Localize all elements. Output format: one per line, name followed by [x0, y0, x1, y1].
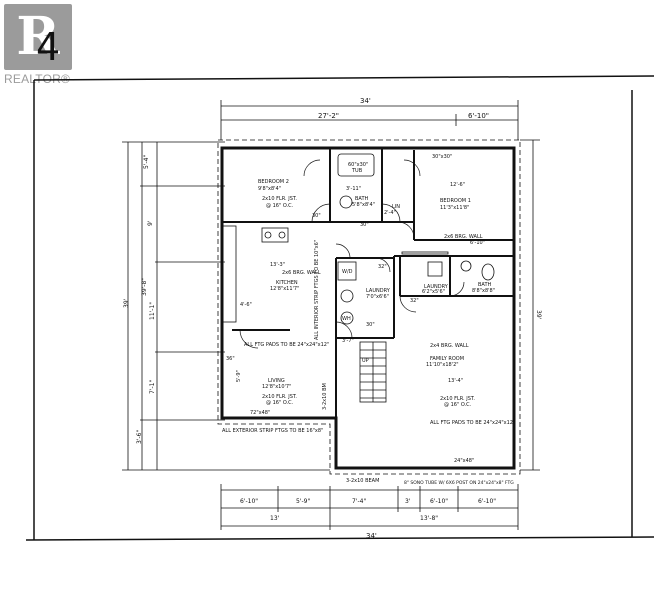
note-sono: 8" SONO TUBE W/ 6X6 POST ON 24"x24"x8" F… [404, 480, 514, 486]
note-joist-living: 2x10 FLR. JST. [262, 394, 297, 400]
note-joist-family: 2x10 FLR. JST. [440, 396, 475, 402]
note-window-b: 72"x48" [250, 410, 270, 416]
note-dim-32-b: 32" [410, 298, 419, 304]
note-window-a: 30"x30" [432, 154, 452, 160]
dim-right-overall: 39' [535, 310, 542, 320]
dim-bottom-a: 6'-10" [240, 498, 258, 505]
dim-bottom-c: 7'-4" [352, 498, 366, 505]
room-laundry-right-name: LAUNDRY [424, 284, 449, 290]
dim-bottom-d: 3' [405, 498, 411, 505]
dim-3-7: 3'-7" [342, 338, 354, 344]
top-dimensions [220, 100, 519, 140]
room-bath-upper-size: 5'8"x8'4" [352, 202, 375, 208]
dim-top-overall: 34' [360, 97, 371, 105]
room-laundry-left-name: LAUNDRY [366, 288, 391, 294]
note-interior-strip: ALL INTERIOR STRIP FTGS TO BE 10"x6" [314, 240, 320, 340]
note-dim-32-a: 32" [378, 264, 387, 270]
stair-up-label: UP [362, 358, 369, 364]
dim-left-overall: 39' [123, 298, 130, 308]
page-mark: 4 [36, 25, 60, 69]
dim-bottom-g: 13' [270, 515, 280, 522]
fixtures [221, 153, 495, 325]
note-tub-label: TUB [351, 168, 363, 174]
note-pads-left: ALL FTG PADS TO BE 24"x24"x12" [244, 342, 329, 348]
dim-bottom-b: 5'-9" [296, 498, 310, 505]
note-beam2: 3-2x10 BEAM [346, 478, 379, 484]
note-beam: 3-2x10 BM [322, 383, 328, 410]
dim-bottom-h: 13'-8" [420, 515, 438, 522]
note-wh: WH [342, 316, 351, 322]
note-joist-oc-living: @ 16" O.C. [266, 400, 294, 406]
note-joist-bedroom2: 2x10 FLR. JST. [262, 196, 297, 202]
dim-left-total: 39'-8" [141, 278, 148, 296]
note-brg-wall-family: 2x4 BRG. WALL [430, 343, 469, 349]
room-bath-right-name: BATH [478, 282, 492, 288]
note-lin: LIN [392, 204, 400, 210]
room-bath-upper-name: BATH [355, 196, 369, 202]
dim-left-b: 9' [147, 220, 154, 226]
note-tub-size: 60"x30" [348, 162, 368, 168]
room-bedroom2-size: 9'8"x8'4" [258, 186, 281, 192]
dim-left-a: 5'-4" [143, 155, 150, 169]
sheet-border [25, 75, 654, 541]
room-living-size: 12'8"x10'7" [262, 384, 291, 390]
room-family-name: FAMILY ROOM [430, 356, 464, 362]
exterior-walls [217, 139, 521, 475]
note-brg-wall-kitchen: 2x6 BRG. WALL [282, 270, 321, 276]
note-dim-36: 36" [226, 356, 235, 362]
note-dim-30-c: 30" [366, 322, 375, 328]
note-dim-30-a: 30" [312, 213, 321, 219]
note-joist-oc-bedroom2: @ 16" O.C. [266, 203, 294, 209]
room-bath-right-size: 8'8"x8'8" [472, 288, 495, 294]
note-window-c: 24"x48" [454, 458, 474, 464]
door-swings [239, 159, 465, 349]
realtor-logo: R REALTOR® [4, 4, 74, 88]
dim-2-4: 2'-4" [384, 210, 396, 216]
note-joist-oc-family: @ 16" O.C. [444, 402, 472, 408]
note-pads-right: ALL FTG PADS TO BE 24"x24"x12" [430, 420, 515, 426]
dim-4-6: 4'-6" [240, 302, 252, 308]
dim-top-left: 27'-2" [318, 112, 339, 120]
dim-bottom-e: 6'-10" [430, 498, 448, 505]
dim-left-c: 11'-1" [149, 302, 156, 320]
right-dimensions [520, 139, 540, 471]
dim-12-6: 12'-6" [450, 182, 465, 188]
room-bedroom2-name: BEDROOM 2 [258, 179, 289, 185]
left-dimensions [122, 141, 330, 471]
room-kitchen-name: KITCHEN [276, 280, 298, 286]
note-brg-wall: 2x6 BRG. WALL [444, 234, 483, 240]
dim-top-right: 6'-10" [468, 112, 489, 120]
dim-13-3: 13'-3" [270, 262, 285, 268]
dim-13-4: 13'-4" [448, 378, 463, 384]
bottom-dimensions [220, 484, 519, 530]
dim-left-e: 3'-6" [136, 430, 143, 444]
room-bedroom1-size: 11'3"x11'8" [440, 205, 469, 211]
room-laundry-left-size: 7'0"x6'6" [366, 294, 389, 300]
room-bedroom1-name: BEDROOM 1 [440, 198, 471, 204]
room-laundry-right-size: 6'2"x5'6" [422, 289, 445, 295]
room-living-name: LIVING [268, 378, 285, 384]
realtor-mark: R [4, 4, 72, 70]
room-family-size: 11'10"x18'2" [426, 362, 459, 368]
note-dim-30-b: 30" [360, 222, 369, 228]
realtor-r-letter: R [16, 6, 60, 67]
dim-left-d: 7'-1" [149, 380, 156, 394]
dim-5-9: 5'-9" [236, 370, 242, 382]
dim-3-11: 3'-11" [346, 186, 361, 192]
dim-bottom-f: 6'-10" [478, 498, 496, 505]
dim-bottom-overall: 34' [366, 532, 377, 540]
dim-6-10: 6'-10" [470, 240, 485, 246]
stairs [359, 341, 387, 403]
note-wd: W/D [342, 269, 353, 275]
room-kitchen-size: 12'8"x11'7" [270, 286, 299, 292]
note-exterior-strip: ALL EXTERIOR STRIP FTGS TO BE 16"x8" [222, 428, 323, 434]
realtor-wordmark: REALTOR® [4, 72, 71, 86]
